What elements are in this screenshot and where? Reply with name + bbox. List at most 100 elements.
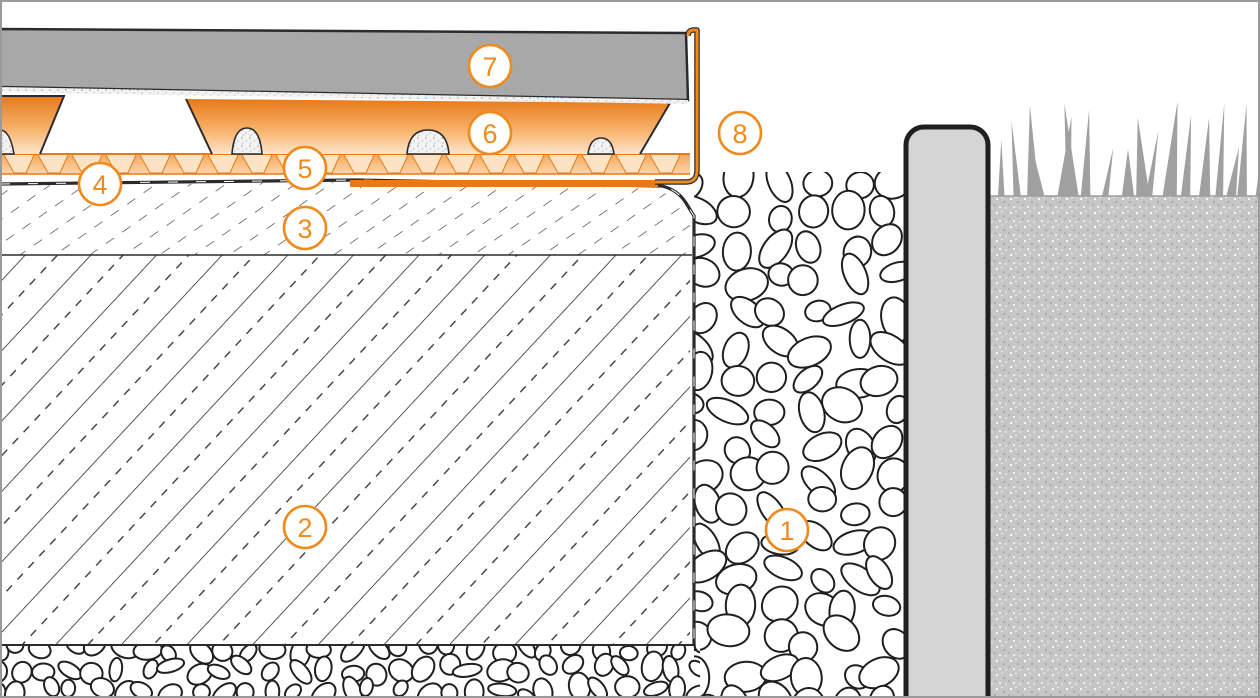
gravel-stone <box>754 297 785 327</box>
grass-blades <box>998 101 1260 196</box>
callout-7: 7 <box>467 43 513 89</box>
callout-number: 6 <box>482 119 497 149</box>
gravel-stone <box>155 657 186 674</box>
gravel-stone <box>802 172 834 198</box>
gravel-stone <box>516 644 537 659</box>
screed-layer <box>0 182 690 255</box>
drainage-mat-cell <box>343 154 375 174</box>
gravel-stone <box>714 492 748 526</box>
drainage-mat-cell <box>241 154 273 174</box>
gravel-stone <box>873 172 906 200</box>
gravel-stone <box>561 654 585 675</box>
callout-labels: 1 2 3 4 5 6 7 8 <box>77 43 810 553</box>
gravel-stone <box>807 485 838 513</box>
gravel-stone <box>755 450 790 485</box>
gravel-stone <box>60 678 77 698</box>
gravel-stone <box>43 676 61 698</box>
gravel-stone <box>840 502 871 527</box>
gravel-bed <box>694 172 906 698</box>
gravel-stone <box>758 228 794 269</box>
gravel-stone <box>487 682 518 698</box>
mortar-pad-left <box>0 96 64 154</box>
grass-blade <box>1180 115 1192 196</box>
gravel-stone <box>755 361 788 393</box>
gravel-stone <box>822 614 861 652</box>
gravel-stone <box>206 663 231 680</box>
drainage-mat-cell <box>547 154 579 174</box>
gravel-stone <box>757 680 794 698</box>
callout-number: 5 <box>297 154 312 184</box>
callout-5: 5 <box>282 145 328 191</box>
gravel-stone <box>688 659 700 678</box>
callout-number: 4 <box>92 170 107 200</box>
callout-number: 2 <box>297 513 312 543</box>
gravel-stone <box>289 659 313 685</box>
concrete-curb <box>903 124 991 698</box>
gravel-stone <box>859 364 899 398</box>
gravel-stone <box>694 655 711 698</box>
grass-blade <box>1102 148 1114 196</box>
callout-number: 8 <box>732 119 747 149</box>
grass-blade <box>1064 103 1079 196</box>
gravel-stone <box>142 658 159 680</box>
gravel-stone <box>614 675 641 698</box>
gravel-stone <box>410 655 436 683</box>
callout-circle <box>467 43 513 89</box>
drainage-mat-cell <box>479 154 511 174</box>
grass-blade <box>1011 121 1021 196</box>
gravel-stone <box>722 172 755 199</box>
drainage-mat-cell <box>649 154 681 174</box>
callout-3: 3 <box>282 205 328 251</box>
callout-circle <box>282 205 328 251</box>
callout-number: 3 <box>297 214 312 244</box>
gravel-stone <box>865 555 894 590</box>
gravel-stone <box>618 644 639 662</box>
drainage-mat-cell <box>3 154 35 174</box>
gravel-stone <box>235 682 255 698</box>
gravel-stone <box>694 693 723 698</box>
gravel-stone <box>211 682 237 698</box>
gravel-stone <box>716 194 751 229</box>
gravel-stone <box>668 675 687 698</box>
gravel-stone <box>387 644 408 658</box>
callout-circle <box>77 161 123 207</box>
membrane-dash-overlay <box>0 179 695 645</box>
gravel-stone <box>367 644 391 660</box>
gravel-stone <box>870 424 904 460</box>
gravel-stone <box>694 590 714 613</box>
gravel-stone <box>750 419 781 449</box>
gravel-stone <box>869 331 906 366</box>
callout-1: 1 <box>764 507 810 553</box>
gravel-stone <box>760 585 799 623</box>
drainage-mat-cell <box>411 154 443 174</box>
grass-blade <box>1030 141 1045 196</box>
callout-circle <box>764 507 810 553</box>
gravel-stone <box>532 677 554 698</box>
mortar-pad-left-outline <box>0 95 66 155</box>
mortar-blob <box>406 129 450 155</box>
gravel-stone <box>358 677 374 697</box>
gravel-stone <box>724 531 760 565</box>
drainage-mat-cell <box>615 154 647 174</box>
callout-number: 7 <box>482 52 497 82</box>
mortar-pad-main-outline <box>185 98 671 155</box>
gravel-stone <box>230 654 253 676</box>
gravel-stone <box>871 223 903 257</box>
gravel-stone <box>694 391 705 415</box>
gravel-stone <box>642 680 669 697</box>
gravel-stone <box>868 684 896 698</box>
gravel-stone <box>463 678 485 698</box>
gravel-stone <box>878 487 906 518</box>
mortar-pad-main <box>186 99 670 154</box>
grass-blade <box>1136 117 1150 196</box>
callout-6: 6 <box>467 110 513 156</box>
gravel-stone <box>840 252 870 296</box>
callout-circle <box>282 145 328 191</box>
gravel-stone <box>506 661 530 684</box>
gravel-stone <box>792 364 824 394</box>
edge-profile-foot <box>350 180 658 187</box>
gravel-stone <box>885 394 906 425</box>
callout-2: 2 <box>282 504 328 550</box>
gravel-stone <box>721 231 752 272</box>
